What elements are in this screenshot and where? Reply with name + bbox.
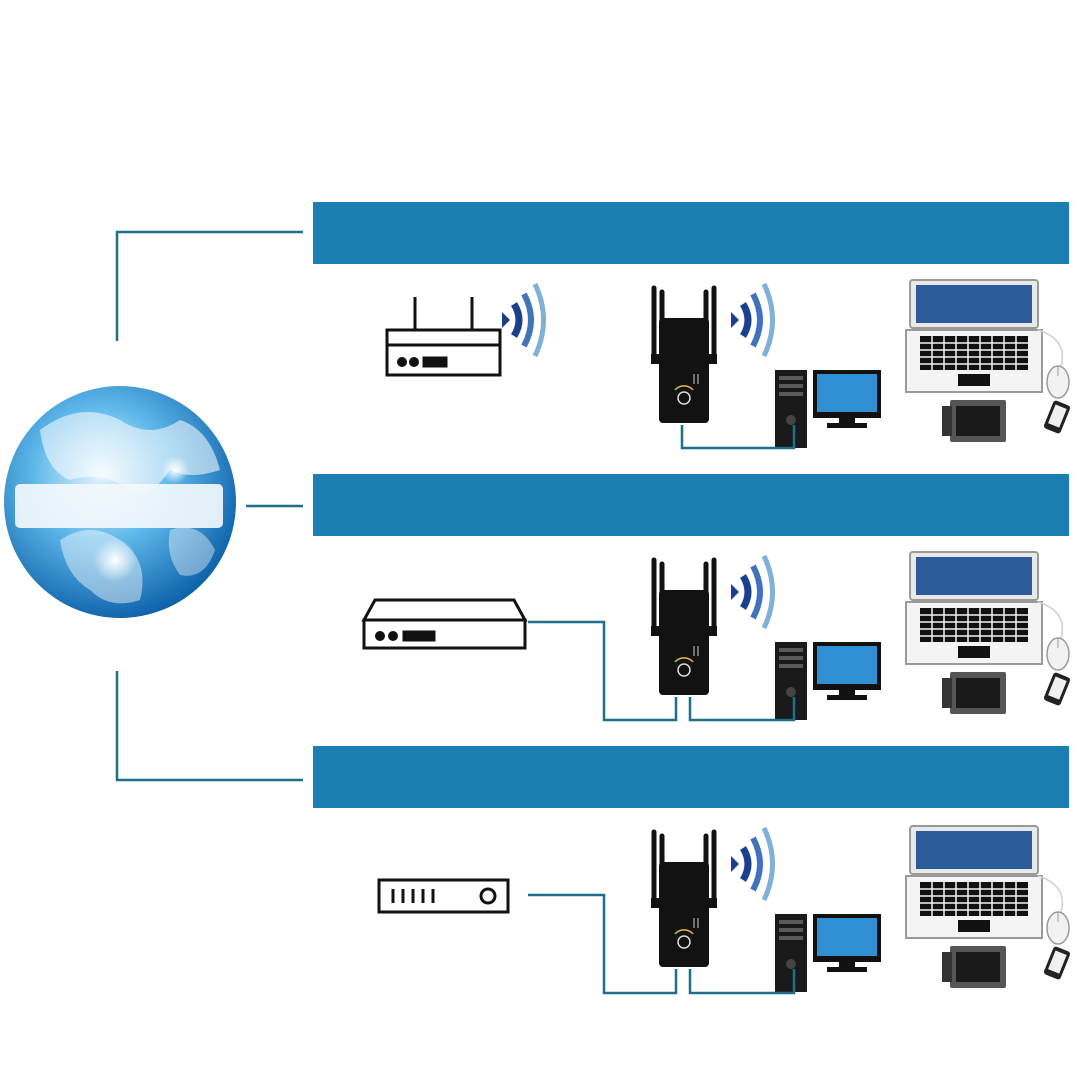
wifi-signal-icon xyxy=(731,556,773,628)
repeater-icon xyxy=(651,560,717,695)
set-top-box-icon xyxy=(377,878,510,914)
ethernet-link xyxy=(680,425,796,450)
globe-icon xyxy=(4,386,236,618)
wifi-signal-icon xyxy=(731,284,773,356)
repeater-icon xyxy=(651,832,717,967)
mode-band-2 xyxy=(313,474,1069,536)
globe-connectors xyxy=(115,230,303,782)
wifi-signal-icon xyxy=(502,284,544,356)
desktop-pc-icon xyxy=(775,914,881,992)
wifi-signal-icon xyxy=(731,828,773,900)
ethernet-links xyxy=(528,893,796,995)
desktop-pc-icon xyxy=(775,370,881,448)
repeater-icon xyxy=(651,288,717,423)
desktop-pc-icon xyxy=(775,642,881,720)
laptop-icon xyxy=(905,825,1072,989)
laptop-icon xyxy=(905,279,1072,443)
ethernet-links xyxy=(528,620,796,722)
mode-band-1 xyxy=(313,202,1069,264)
modem-icon xyxy=(361,598,528,650)
wifi-router-icon xyxy=(385,297,502,377)
mode-band-3 xyxy=(313,746,1069,808)
laptop-icon xyxy=(905,551,1072,715)
